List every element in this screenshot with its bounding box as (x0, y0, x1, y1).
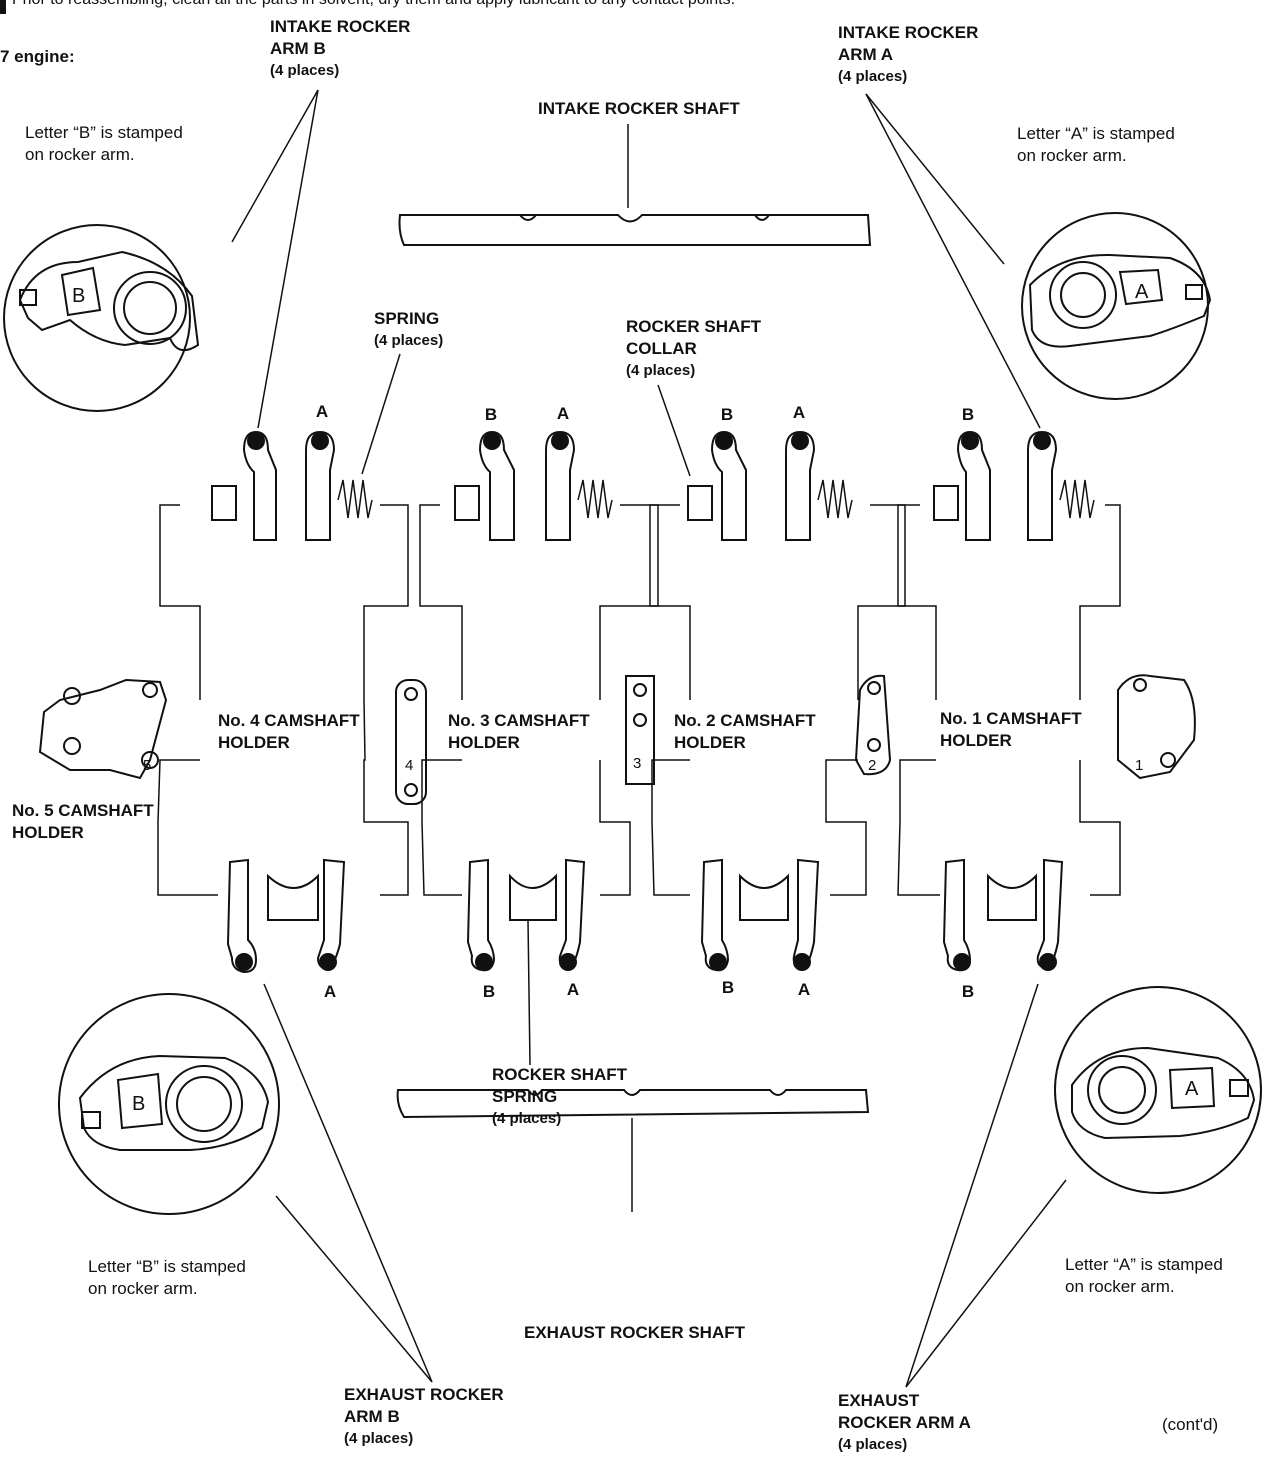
stamp-note-a-bottom-line1: Letter “A” is stamped (1065, 1255, 1223, 1274)
intake-rocker-arm-a-places: (4 places) (838, 68, 908, 85)
camshaft-holder-5-label: No. 5 CAMSHAFT HOLDER (12, 800, 154, 844)
intake-arm-a-detail (1021, 212, 1212, 400)
detail-stamp-a-bottom: A (1185, 1078, 1199, 1100)
camshaft-holder-outlines (157, 504, 1121, 896)
stamp-note-b-top-line1: Letter “B” is stamped (25, 123, 183, 142)
holder-number-1: 1 (1135, 757, 1143, 774)
shaft-spring-line2: SPRING (492, 1087, 558, 1106)
exhaust-arm-b-places: (4 places) (344, 1430, 414, 1447)
intake-rocker-arm-b-places: (4 places) (270, 62, 340, 79)
holder-number-4: 4 (405, 757, 413, 774)
stamp-note-a-top-line1: Letter “A” is stamped (1017, 124, 1175, 143)
detail-stamp-a-top: A (1135, 281, 1149, 303)
exhaust-letter-2: B (482, 982, 496, 1001)
rocker-shaft-collar-label: ROCKER SHAFT COLLAR (4 places) (626, 316, 761, 382)
exhaust-arm-b-line1: EXHAUST ROCKER (344, 1385, 504, 1404)
holder2-line1: No. 2 CAMSHAFT (674, 711, 816, 730)
holder3-line1: No. 3 CAMSHAFT (448, 711, 590, 730)
exhaust-letter-5: A (797, 980, 811, 999)
exhaust-letter-1: A (323, 982, 337, 1001)
exhaust-rocker-shaft-label: EXHAUST ROCKER SHAFT (524, 1323, 746, 1342)
exhaust-rocker-arm-a-label: EXHAUST ROCKER ARM A (4 places) (838, 1390, 971, 1456)
intake-letter-3: A (556, 404, 570, 423)
stamp-note-a-top: Letter “A” is stamped on rocker arm. (1017, 123, 1175, 167)
continued-label: (cont'd) (1162, 1415, 1219, 1434)
intake-arm-b-detail (3, 224, 200, 412)
intake-arm-row (242, 430, 1058, 541)
holder4-line1: No. 4 CAMSHAFT (218, 711, 360, 730)
intake-rocker-arm-a-label: INTAKE ROCKER ARM A (4 places) (838, 22, 978, 88)
exhaust-arm-a-places: (4 places) (838, 1436, 908, 1453)
exhaust-arm-a-detail (1054, 986, 1262, 1194)
camshaft-holder-1-label: No. 1 CAMSHAFT HOLDER (940, 708, 1082, 752)
springs (337, 479, 1095, 519)
collar-line1: ROCKER SHAFT (626, 317, 762, 336)
camshaft-holder-3-label: No. 3 CAMSHAFT HOLDER (448, 710, 590, 754)
holder5-line1: No. 5 CAMSHAFT (12, 801, 154, 820)
spring-label: SPRING (4 places) (374, 308, 443, 352)
bullet-mark (0, 0, 6, 14)
intake-letter-5: A (792, 403, 806, 422)
exhaust-arm-a-line1: EXHAUST (838, 1391, 920, 1410)
stamp-note-b-bottom-line2: on rocker arm. (88, 1279, 198, 1298)
instruction-text: Prior to reassembling, clean all the par… (12, 0, 735, 11)
holder-number-2: 2 (868, 757, 876, 774)
intake-rocker-arm-b-line2: ARM B (270, 39, 326, 58)
intake-letter-6: B (961, 405, 975, 424)
intake-rocker-arm-b-line1: INTAKE ROCKER (270, 17, 411, 36)
stamp-note-b-top-line2: on rocker arm. (25, 145, 135, 164)
shaft-spring-line1: ROCKER SHAFT (492, 1065, 628, 1084)
intake-letter-4: B (720, 405, 734, 424)
holder1-line2: HOLDER (940, 731, 1012, 750)
intake-rocker-arm-b-label: INTAKE ROCKER ARM B (4 places) (270, 16, 410, 82)
holder2-line2: HOLDER (674, 733, 746, 752)
exhaust-letter-4: B (721, 978, 735, 997)
intake-rocker-shaft (398, 214, 872, 246)
exhaust-arm-b-line2: ARM B (344, 1407, 400, 1426)
holder5-line2: HOLDER (12, 823, 84, 842)
detail-stamp-b-top: B (72, 285, 85, 307)
rocker-shaft-collars (211, 485, 959, 521)
exhaust-letter-3: A (566, 980, 580, 999)
exhaust-letter-6: B (961, 982, 975, 1001)
holder3-line2: HOLDER (448, 733, 520, 752)
stamp-note-a-bottom: Letter “A” is stamped on rocker arm. (1065, 1254, 1223, 1298)
exhaust-arm-row (226, 858, 1064, 974)
camshaft-holder-4-label: No. 4 CAMSHAFT HOLDER (218, 710, 360, 754)
intake-letter-2: B (484, 405, 498, 424)
exhaust-rocker-arm-b-label: EXHAUST ROCKER ARM B (4 places) (344, 1384, 504, 1450)
spring-places: (4 places) (374, 332, 444, 349)
collar-places: (4 places) (626, 362, 696, 379)
camshaft-holders (38, 674, 1196, 805)
rocker-shaft-spring-label: ROCKER SHAFT SPRING (4 places) (492, 1064, 627, 1130)
leader-lines (231, 89, 1067, 1388)
exhaust-arm-a-line2: ROCKER ARM A (838, 1413, 971, 1432)
spring-line1: SPRING (374, 309, 440, 328)
intake-rocker-arm-a-line2: ARM A (838, 45, 894, 64)
shaft-spring-places: (4 places) (492, 1110, 562, 1127)
holder-number-3: 3 (633, 755, 641, 772)
exhaust-rocker-shaft (396, 1089, 870, 1119)
holder1-line1: No. 1 CAMSHAFT (940, 709, 1082, 728)
stamp-note-b-bottom-line1: Letter “B” is stamped (88, 1257, 246, 1276)
collar-line2: COLLAR (626, 339, 697, 358)
rocker-shaft-springs (267, 873, 1037, 921)
stamp-note-a-bottom-line2: on rocker arm. (1065, 1277, 1175, 1296)
detail-stamp-b-bottom: B (132, 1093, 145, 1115)
stamp-note-a-top-line2: on rocker arm. (1017, 146, 1127, 165)
stamp-note-b-top: Letter “B” is stamped on rocker arm. (25, 122, 183, 166)
exhaust-arm-b-detail (58, 993, 280, 1215)
stamp-note-b-bottom: Letter “B” is stamped on rocker arm. (88, 1256, 246, 1300)
camshaft-holder-2-label: No. 2 CAMSHAFT HOLDER (674, 710, 816, 754)
engine-label: 7 engine: (0, 47, 75, 66)
intake-rocker-shaft-label: INTAKE ROCKER SHAFT (538, 99, 740, 118)
intake-rocker-arm-a-line1: INTAKE ROCKER (838, 23, 979, 42)
holder4-line2: HOLDER (218, 733, 290, 752)
intake-letter-1: A (315, 402, 329, 421)
holder-number-5: 5 (143, 757, 151, 774)
